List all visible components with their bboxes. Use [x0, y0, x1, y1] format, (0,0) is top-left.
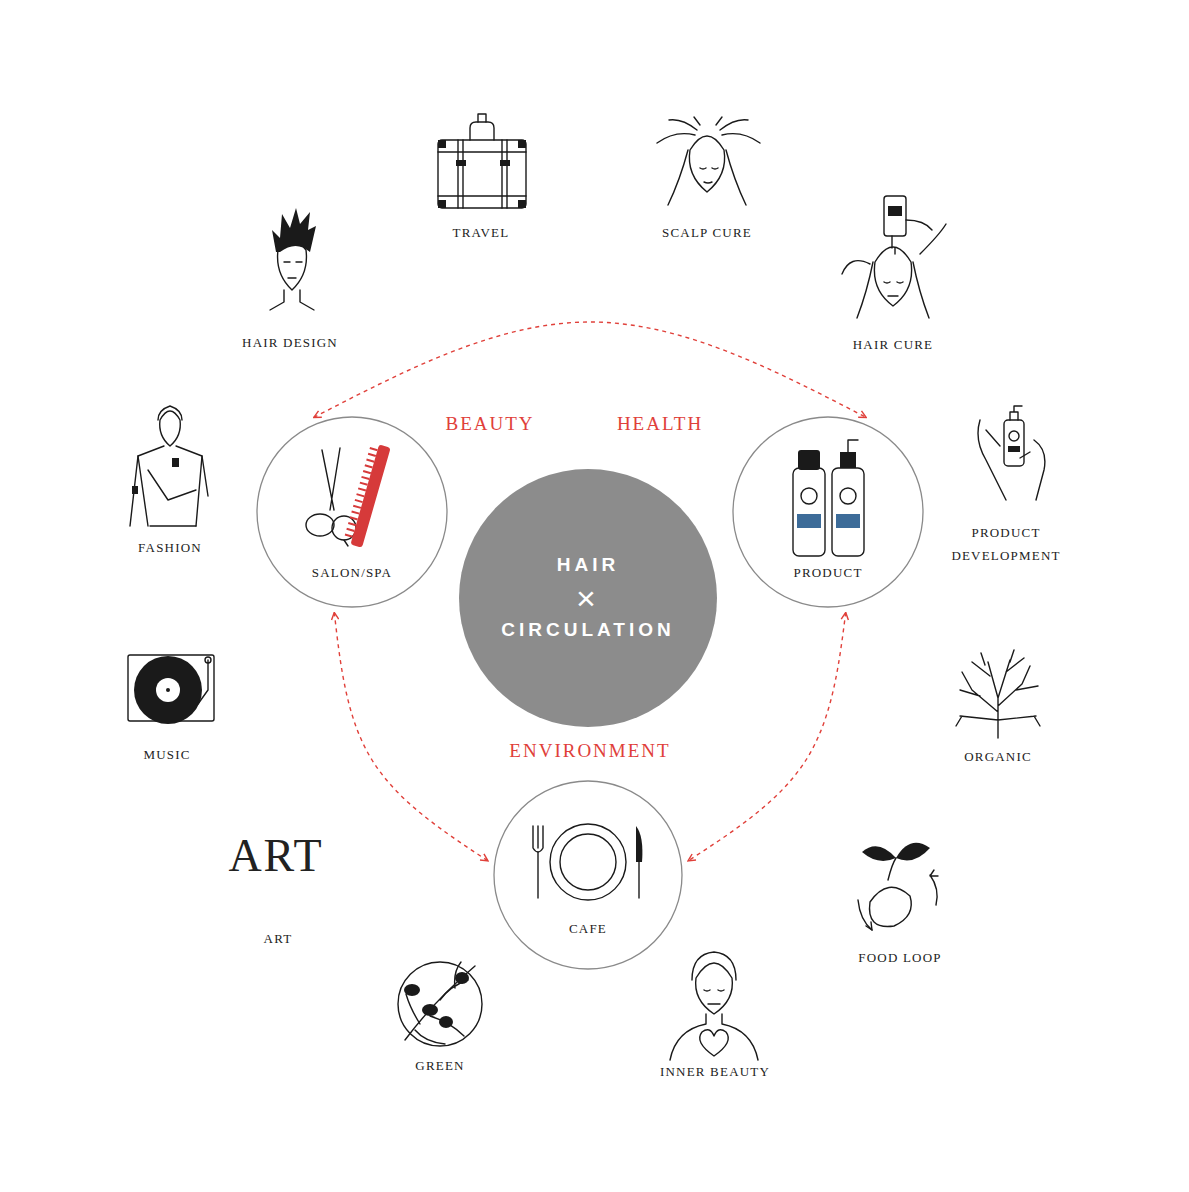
icon-caption: HAIR DESIGN	[242, 335, 338, 351]
hub-circle: HAIR×CIRCULATION	[458, 468, 718, 728]
circle-shape	[733, 417, 923, 607]
scalp-cure-icon	[657, 117, 760, 205]
icon-caption: HAIR CURE	[853, 337, 934, 353]
icon-caption: TRAVEL	[453, 225, 510, 241]
hair-cure-icon	[842, 196, 946, 318]
node-label: PRODUCT	[793, 564, 862, 582]
hub-title: HAIR	[557, 552, 619, 579]
icon-caption: ORGANIC	[964, 749, 1032, 765]
node-label: CAFE	[569, 920, 607, 938]
organic-tree-icon	[956, 650, 1040, 738]
icon-caption: FOOD LOOP	[858, 950, 941, 966]
cross-symbol: ×	[576, 579, 600, 617]
icon-caption: ART	[264, 931, 293, 947]
node-label: SALON/SPA	[312, 564, 392, 582]
suitcase-icon	[438, 114, 526, 208]
theme-label: ENVIRONMENT	[509, 740, 670, 763]
food-loop-icon	[858, 843, 938, 930]
dashed-arrow	[314, 322, 866, 417]
icon-caption: SCALP CURE	[662, 225, 752, 241]
turntable-icon	[128, 655, 214, 724]
cafe-circle: CAFE	[493, 780, 683, 970]
circle-shape	[257, 417, 447, 607]
icon-caption: MUSIC	[143, 747, 190, 763]
icon-caption: INNER BEAUTY	[660, 1064, 770, 1080]
dashed-arrow	[688, 612, 846, 860]
product-circle: PRODUCT	[732, 416, 924, 608]
circle-outline	[493, 780, 683, 970]
theme-label: BEAUTY	[445, 413, 534, 436]
scissors-icon	[306, 448, 356, 546]
bottles-icon	[793, 440, 864, 556]
icon-caption: FASHION	[138, 540, 202, 556]
hub-title: CIRCULATION	[501, 617, 674, 644]
circle-shape	[459, 469, 717, 727]
comb-icon	[343, 442, 391, 547]
art-logo: ART	[228, 828, 323, 883]
icon-caption: GREEN	[415, 1058, 464, 1074]
circle-shape	[494, 781, 682, 969]
icon-caption: PRODUCT DEVELOPMENT	[941, 521, 1071, 568]
cutlery-icon	[533, 824, 642, 900]
product-development-icon	[978, 406, 1045, 500]
theme-label: HEALTH	[617, 413, 703, 436]
salon-circle: SALON/SPA	[256, 416, 448, 608]
inner-beauty-icon	[670, 952, 758, 1060]
olive-branch-icon	[398, 962, 482, 1046]
hair-design-icon	[270, 208, 316, 310]
fashion-icon	[130, 406, 208, 526]
dashed-arrow	[334, 612, 488, 860]
